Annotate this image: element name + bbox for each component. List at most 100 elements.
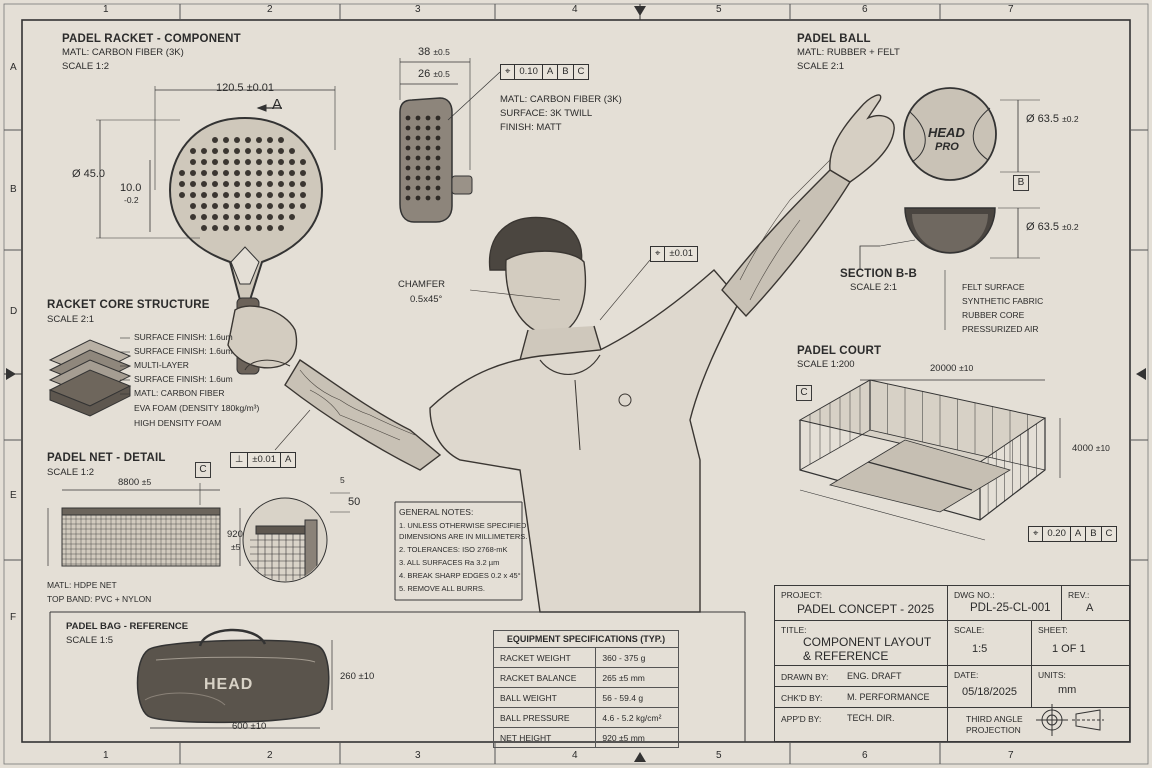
core-layer-5: MATL: CARBON FIBER: [134, 388, 225, 398]
bag-width-dimension: 600 ±10: [232, 721, 267, 732]
net-datum-c: C: [195, 462, 211, 478]
net-length-dimension: 8800 ±5: [118, 477, 152, 488]
notes-item-5: 5. REMOVE ALL BURRS.: [399, 584, 486, 593]
zone-col-6-bottom: 6: [862, 750, 868, 761]
tb-sheet-label: SHEET:: [1038, 625, 1068, 635]
chamfer-label: CHAMFER: [398, 279, 445, 290]
tb-scale: 1:5: [972, 643, 988, 655]
player-sketch: [227, 94, 895, 613]
court-drawing: [798, 379, 1061, 541]
racket-datum-a: A: [272, 96, 283, 113]
racket-diameter: Ø 45.0: [72, 168, 106, 180]
zone-row-f: F: [10, 612, 17, 623]
zone-col-5-bottom: 5: [716, 750, 722, 761]
zone-row-b: B: [10, 184, 17, 195]
ball-title: PADEL BALL: [797, 33, 871, 45]
zone-col-1: 1: [103, 4, 109, 15]
tb-project-cell: PROJECT: PADEL CONCEPT - 2025: [774, 585, 948, 621]
tb-drawn-cell: DRAWN BY: ENG. DRAFT: [774, 665, 948, 687]
tb-dwg-label: DWG NO.:: [954, 590, 995, 600]
zone-col-7-bottom: 7: [1008, 750, 1014, 761]
ball-drawing: [859, 87, 1040, 330]
tb-checked: M. PERFORMANCE: [847, 692, 930, 702]
tb-date: 05/18/2025: [962, 686, 1018, 698]
bag-height-dimension: 260 ±10: [340, 671, 375, 682]
bag-drawing: [136, 628, 333, 729]
section-layer-fabric: SYNTHETIC FABRIC: [962, 296, 1044, 306]
tb-dwg: PDL-25-CL-001: [970, 602, 1051, 614]
tb-title-line2: & REFERENCE: [803, 649, 889, 663]
section-diameter: Ø 63.5 ±0.2: [1026, 221, 1079, 233]
notes-title: GENERAL NOTES:: [399, 507, 474, 517]
zone-ticks: [4, 4, 1148, 764]
tb-dwg-cell: DWG NO.: PDL-25-CL-001: [947, 585, 1062, 621]
racket-material: MATL: CARBON FIBER (3K): [62, 47, 184, 58]
core-layer-1: SURFACE FINISH: 1.6um: [134, 332, 233, 342]
zone-col-4-bottom: 4: [572, 750, 578, 761]
zone-row-d: D: [10, 306, 18, 317]
notes-item-3: 3. ALL SURFACES Ra 3.2 µm: [399, 558, 500, 567]
section-scale: SCALE 2:1: [850, 282, 897, 293]
court-scale: SCALE 1:200: [797, 359, 855, 370]
tb-project-label: PROJECT:: [781, 590, 823, 600]
spec-value: 265 ±5 mm: [595, 667, 679, 688]
core-layer-4: SURFACE FINISH: 1.6um: [134, 374, 233, 384]
ball-scale: SCALE 2:1: [797, 61, 844, 72]
tb-drawn-label: DRAWN BY:: [781, 672, 829, 682]
tb-sheet: 1 OF 1: [1052, 643, 1086, 655]
court-height-dimension: 4000 ±10: [1072, 443, 1110, 454]
tb-checked-cell: CHK'D BY: M. PERFORMANCE: [774, 686, 948, 708]
section-title: SECTION B-B: [840, 268, 917, 280]
outer-border: [3, 3, 1149, 765]
tb-projection-line2: PROJECTION: [966, 725, 1021, 735]
tb-scale-cell: SCALE: 1:5: [947, 620, 1032, 666]
tb-rev-label: REV.:: [1068, 590, 1090, 600]
zone-col-6: 6: [862, 4, 868, 15]
ball-material: MATL: RUBBER + FELT: [797, 47, 900, 58]
court-fence-grid: [799, 380, 1046, 520]
spec-value: 360 - 375 g: [595, 647, 679, 668]
racket-drawing: [96, 86, 336, 375]
court-title: PADEL COURT: [797, 345, 882, 357]
zone-col-3: 3: [415, 4, 421, 15]
core-title: RACKET CORE STRUCTURE: [47, 299, 210, 311]
component-finish: FINISH: MATT: [500, 122, 562, 133]
projection-symbol: [1036, 704, 1104, 736]
notes-item-1: 1. UNLESS OTHERWISE SPECIFIED: [399, 521, 527, 530]
component-surface: SURFACE: 3K TWILL: [500, 108, 593, 119]
tb-units-cell: UNITS: mm: [1031, 665, 1130, 708]
tb-date-cell: DATE: 05/18/2025: [947, 665, 1032, 708]
tb-title-line1: COMPONENT LAYOUT: [803, 635, 932, 649]
panel-lines: [49, 501, 746, 742]
component-top-dimension: 38 ±0.5: [418, 46, 450, 58]
ball-logo: HEAD: [928, 125, 965, 140]
spec-label: RACKET BALANCE: [492, 667, 597, 688]
net-title: PADEL NET - DETAIL: [47, 452, 166, 464]
tb-title-cell: TITLE: COMPONENT LAYOUT & REFERENCE: [774, 620, 948, 666]
component-drawing: [399, 58, 501, 223]
tb-checked-label: CHK'D BY:: [781, 693, 823, 703]
net-detail-big-dim: 50: [348, 496, 361, 508]
net-mesh: [62, 515, 220, 566]
tb-scale-label: SCALE:: [954, 625, 985, 635]
spec-label: NET HEIGHT: [492, 727, 597, 748]
racket-thickness: 10.0: [120, 182, 142, 194]
net-band: TOP BAND: PVC + NYLON: [47, 594, 152, 604]
spec-label: BALL WEIGHT: [492, 687, 597, 708]
zone-col-7: 7: [1008, 4, 1014, 15]
chamfer-value: 0.5x45°: [410, 294, 443, 305]
tb-title-label: TITLE:: [781, 625, 807, 635]
core-layer-3: MULTI-LAYER: [134, 360, 189, 370]
core-scale: SCALE 2:1: [47, 314, 94, 325]
net-detail-small-dim: 5: [340, 475, 345, 485]
tb-rev-cell: REV.: A: [1061, 585, 1130, 621]
tb-approved: TECH. DIR.: [847, 713, 895, 723]
core-layer-7: HIGH DENSITY FOAM: [134, 418, 222, 428]
section-layer-rubber: RUBBER CORE: [962, 310, 1025, 320]
